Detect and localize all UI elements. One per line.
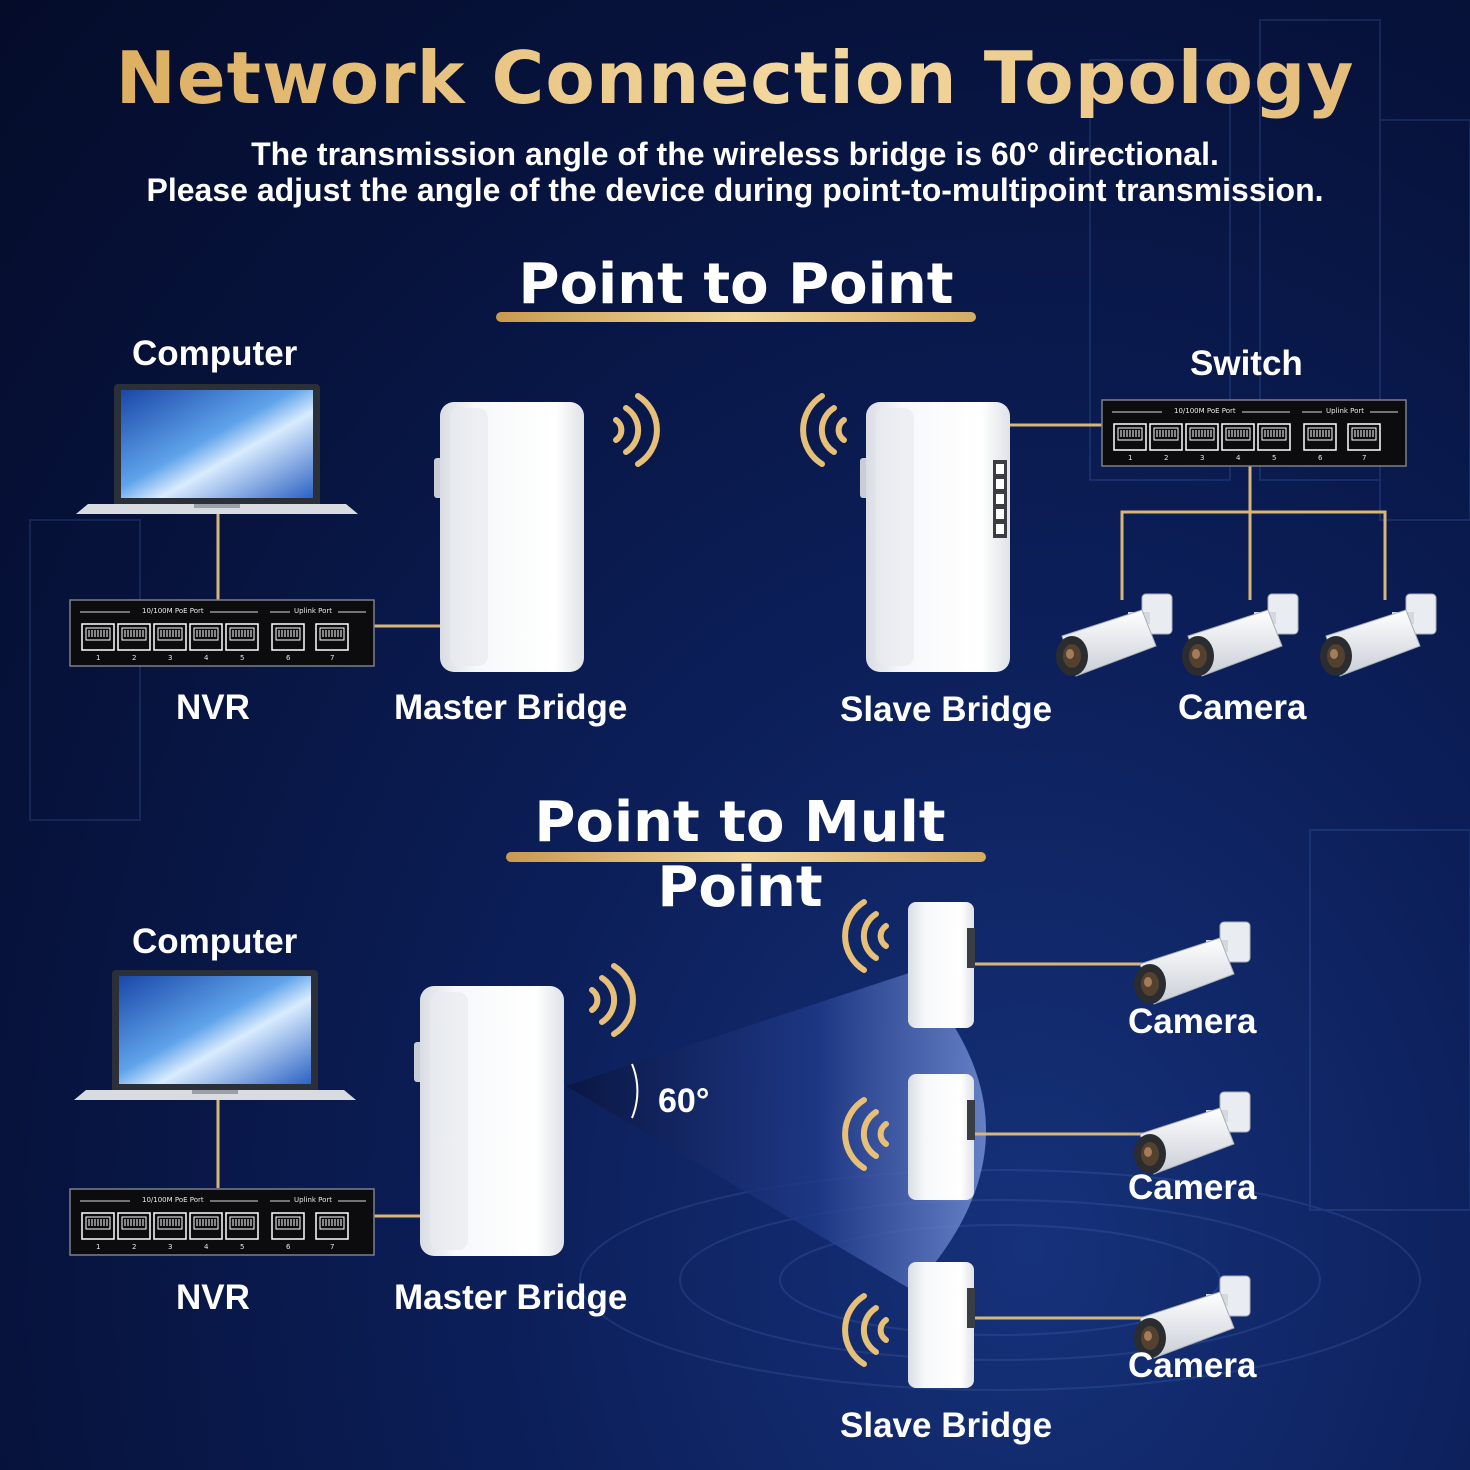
port-number-label: 6: [286, 654, 291, 662]
p2p-master-wifi-icon: [616, 396, 657, 464]
p2mp-nvr-label: NVR: [176, 1278, 250, 1317]
slave-bridge-icon: [908, 1074, 974, 1200]
p2p-master-bridge-icon: [434, 402, 584, 672]
p2mp-links: [216, 962, 1146, 1320]
p2mp-slave-bridge-label: Slave Bridge: [840, 1406, 1053, 1445]
p2mp-heading: Point to Mult Point: [534, 790, 946, 920]
p2mp-angle-arc: [631, 1063, 639, 1119]
p2mp-slave-bridge-1: [845, 902, 975, 1028]
poe-port-label: 10/100M PoE Port: [142, 607, 204, 615]
port-number-label: 7: [330, 654, 335, 662]
p2p-computer-laptop-icon: [76, 384, 358, 514]
p2p-slave-bridge-label: Slave Bridge: [840, 690, 1053, 729]
port-number-label: 2: [1164, 454, 1169, 462]
port-number-label: 1: [96, 654, 101, 662]
port-number-label: 6: [1318, 454, 1323, 462]
port-number-label: 1: [1128, 454, 1133, 462]
p2mp-slave-bridge-3: [845, 1262, 975, 1388]
poe-port-label: 10/100M PoE Port: [1174, 407, 1236, 415]
p2p-nvr-label: NVR: [176, 688, 250, 727]
p2p-heading: Point to Point: [518, 252, 954, 317]
p2p-camera-icon-3: [1319, 593, 1437, 677]
p2mp-slave-wifi-icon-3: [845, 1296, 886, 1364]
p2mp-computer-laptop-icon: [74, 970, 356, 1100]
p2p-slave-bridge-ports-icon: [993, 460, 1007, 538]
port-number-label: 7: [1362, 454, 1367, 462]
p2mp-camera-icon-1: [1133, 921, 1251, 1005]
port-number-label: 5: [1272, 454, 1277, 462]
p2mp-heading-underline: [506, 852, 986, 862]
p2p-camera-label: Camera: [1178, 688, 1307, 727]
subtitle-line-2: Please adjust the angle of the device du…: [146, 172, 1324, 208]
port-number-label: 3: [1200, 454, 1205, 462]
port-number-label: 3: [168, 1243, 173, 1251]
p2mp-camera-icon-2: [1133, 1091, 1251, 1175]
port-number-label: 3: [168, 654, 173, 662]
p2p-slave-bridge-icon: [860, 402, 1010, 672]
p2p-switch-label: Switch: [1190, 344, 1303, 383]
subtitle-line-1: The transmission angle of the wireless b…: [251, 136, 1219, 172]
p2mp-camera-label-1: Camera: [1128, 1002, 1257, 1041]
port-number-label: 5: [240, 654, 245, 662]
p2p-master-bridge-label: Master Bridge: [394, 688, 628, 727]
p2mp-master-bridge-icon: [414, 986, 564, 1256]
p2mp-camera-label-3: Camera: [1128, 1346, 1257, 1385]
p2mp-angle-label: 60°: [658, 1082, 710, 1120]
uplink-port-label: Uplink Port: [1326, 407, 1365, 415]
uplink-port-label: Uplink Port: [294, 607, 333, 615]
p2mp-computer-label: Computer: [132, 922, 298, 961]
port-number-label: 4: [204, 654, 209, 662]
poe-port-label: 10/100M PoE Port: [142, 1196, 204, 1204]
p2p-computer-label: Computer: [132, 334, 298, 373]
p2mp-slave-bridge-2: [845, 1074, 975, 1200]
port-number-label: 6: [286, 1243, 291, 1251]
slave-bridge-icon: [908, 1262, 974, 1388]
port-number-label: 4: [1236, 454, 1241, 462]
slave-bridge-icon: [908, 902, 974, 1028]
p2p-camera-icon-2: [1181, 593, 1299, 677]
p2mp-camera-label-2: Camera: [1128, 1168, 1257, 1207]
uplink-port-label: Uplink Port: [294, 1196, 333, 1204]
port-number-label: 4: [204, 1243, 209, 1251]
p2mp-coverage-cone: [566, 972, 986, 1290]
p2p-camera-icon-1: [1055, 593, 1173, 677]
port-number-label: 2: [132, 654, 137, 662]
p2p-heading-underline: [496, 312, 976, 322]
port-number-label: 1: [96, 1243, 101, 1251]
p2p-slave-wifi-icon: [803, 396, 844, 464]
p2mp-master-bridge-label: Master Bridge: [394, 1278, 628, 1317]
port-number-label: 2: [132, 1243, 137, 1251]
p2mp-master-wifi-icon: [592, 966, 633, 1034]
page-title: Network Connection Topology: [0, 36, 1470, 120]
p2p-links: [216, 423, 1387, 628]
port-number-label: 7: [330, 1243, 335, 1251]
port-number-label: 5: [240, 1243, 245, 1251]
